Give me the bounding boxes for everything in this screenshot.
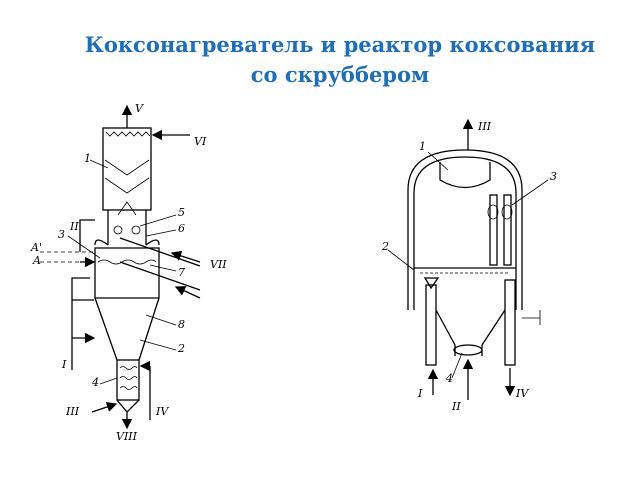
- nozzle-3b: [501, 204, 513, 220]
- r-label-3: 3: [550, 170, 557, 183]
- label-v: V: [135, 102, 144, 115]
- label-3: 3: [58, 228, 65, 241]
- inlet-vii-arrow: [170, 250, 201, 263]
- small-funnel: [423, 277, 440, 290]
- label-1: 1: [84, 152, 91, 165]
- stripper-coils: [119, 366, 138, 390]
- label-5: 5: [178, 206, 185, 219]
- reactor-inner-wall: [413, 156, 517, 310]
- scrubber-column: [102, 127, 152, 211]
- leader-8: [145, 314, 177, 326]
- leader-2: [139, 339, 177, 351]
- coke-heater-diagram: V VI 1 5 6 II 3 A' A VII 7 8 2 I 4 III I…: [30, 102, 227, 443]
- label-i: I: [61, 358, 67, 371]
- label-2: 2: [177, 342, 185, 355]
- slide-title: Коксонагреватель и реактор коксования со…: [40, 30, 640, 90]
- reactor-shell: [407, 149, 523, 310]
- r-label-1: 1: [419, 140, 426, 153]
- label-vi: VI: [194, 135, 207, 148]
- leader-3: [67, 235, 101, 259]
- label-a: A: [32, 254, 41, 267]
- bottom-nozzle-4: [453, 344, 483, 356]
- heater-body: [94, 247, 160, 299]
- r-label-iv: IV: [515, 387, 529, 400]
- inlet-vii-arrow-2: [174, 286, 201, 299]
- r-leader-4: [451, 352, 463, 379]
- leader-5: [139, 214, 177, 227]
- heater-neck: [107, 210, 147, 245]
- standpipe-left: [425, 284, 437, 366]
- body-shoulders: [94, 239, 160, 246]
- feed-pipe-upper: [119, 237, 201, 267]
- r-label-2: 2: [381, 240, 389, 253]
- line-i: [71, 277, 90, 370]
- bottom-taper: [116, 399, 140, 413]
- leader-1: [89, 159, 109, 169]
- r-leader-3: [511, 179, 549, 206]
- leader-7: [149, 264, 177, 272]
- leader-6: [145, 229, 177, 237]
- r-label-4: 4: [445, 372, 453, 385]
- label-vii: VII: [210, 258, 227, 271]
- line-ii: [79, 219, 95, 252]
- coking-reactor-diagram: III 1 3 2 4 I II IV: [381, 118, 557, 413]
- bottom-nozzle-walls: [454, 345, 483, 356]
- label-ii: II: [69, 220, 79, 233]
- fluid-bed-surface: [97, 259, 157, 265]
- feed-pipe-lower: [119, 261, 201, 291]
- bottom-cone: [435, 309, 506, 346]
- label-a-prime: A': [30, 241, 42, 254]
- r-label-iii: III: [477, 120, 492, 133]
- feed-pipe-3a: [489, 194, 498, 266]
- standpipe-right: [504, 279, 516, 366]
- label-iii: III: [65, 405, 80, 418]
- title-line-1: Коксонагреватель и реактор коксования: [84, 32, 596, 57]
- r-label-i: I: [417, 387, 423, 400]
- label-8: 8: [178, 318, 185, 331]
- label-viii: VIII: [116, 430, 138, 443]
- label-6: 6: [178, 222, 185, 235]
- r-label-ii: II: [451, 400, 461, 413]
- lower-cone: [94, 297, 160, 361]
- scrubber-baffles: [104, 159, 150, 194]
- nozzle-3a: [487, 204, 499, 220]
- label-iv: IV: [155, 405, 169, 418]
- label-4: 4: [91, 376, 99, 389]
- nozzle-5: [113, 225, 123, 235]
- title-line-2: со скруббером: [250, 62, 430, 87]
- label-7: 7: [178, 266, 185, 279]
- neck-cap: [117, 201, 137, 216]
- scrubber-packing: [105, 131, 151, 137]
- leader-4: [99, 377, 118, 385]
- r-leader-2: [387, 249, 415, 271]
- feed-pipe-3b: [503, 194, 512, 266]
- inlet-iii-arrow: [91, 401, 118, 413]
- nozzle-6: [131, 225, 141, 235]
- r-leader-1: [427, 151, 449, 171]
- stripper-section: [116, 359, 140, 401]
- cyclone-1: [439, 162, 491, 189]
